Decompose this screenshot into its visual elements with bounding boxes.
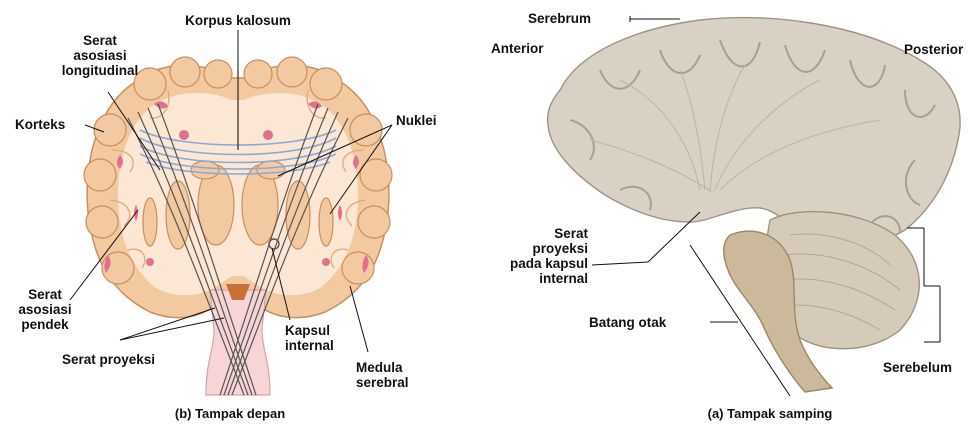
caption-side-view: (a) Tampak samping	[680, 406, 860, 421]
label-cortex: Korteks	[15, 117, 65, 132]
cerebrum-specimen	[548, 18, 960, 247]
label-anterior: Anterior	[491, 41, 544, 56]
label-brainstem: Batang otak	[589, 315, 666, 330]
label-projection-fibers-internal-capsule: Serat proyeksi pada kapsul internal	[500, 226, 588, 286]
label-longitudinal-association-fibers: Serat asosiasi longitudinal	[48, 33, 152, 78]
label-cerebral-medulla: Medula serebral	[356, 360, 409, 390]
label-short-association-fibers: Serat asosiasi pendek	[8, 287, 82, 332]
label-projection-fibers: Serat proyeksi	[62, 352, 155, 367]
label-cerebellum: Serebelum	[883, 360, 952, 375]
label-nuclei: Nuklei	[396, 113, 437, 128]
label-cerebrum: Serebrum	[528, 11, 591, 26]
label-internal-capsule: Kapsul internal	[285, 323, 334, 353]
caption-front-view: (b) Tampak depan	[150, 406, 310, 421]
label-corpus-callosum: Korpus kalosum	[178, 13, 298, 28]
label-posterior: Posterior	[904, 42, 963, 57]
